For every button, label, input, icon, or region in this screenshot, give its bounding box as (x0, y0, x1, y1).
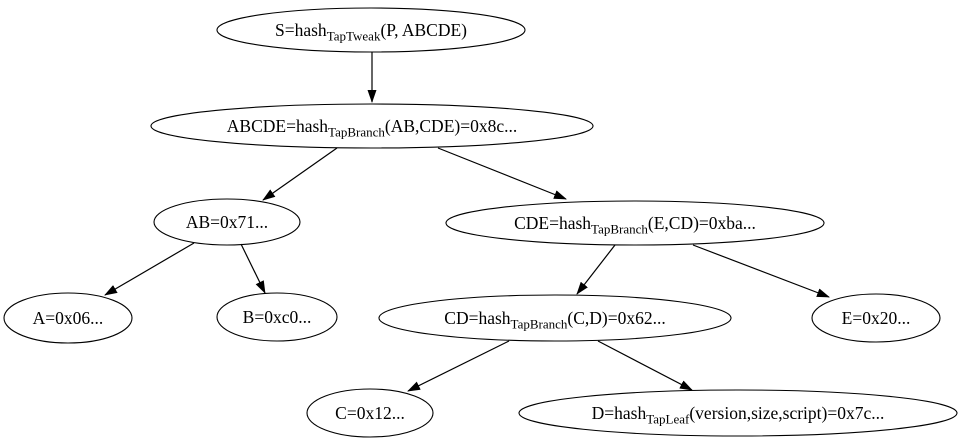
node-AB-ellipse (153, 198, 301, 246)
edge-CDE-CD (576, 244, 616, 295)
node-E-label: E=0x20... (842, 308, 911, 328)
edge-CD-C (407, 340, 510, 392)
node-ABCDE-ellipse (150, 103, 594, 149)
edge-group (104, 52, 830, 392)
node-CDE: CDE=hashTapBranch(E,CD)=0xba... (445, 200, 825, 246)
node-D-ellipse (518, 389, 958, 437)
edge-CD-D (597, 340, 693, 391)
node-C-ellipse (306, 388, 434, 438)
node-ABCDE: ABCDE=hashTapBranch(AB,CDE)=0x8c... (150, 103, 594, 149)
node-ABCDE-label: ABCDE=hashTapBranch(AB,CDE)=0x8c... (227, 116, 517, 140)
node-CD-label: CD=hashTapBranch(C,D)=0x62... (444, 308, 665, 332)
node-CDE-label: CDE=hashTapBranch(E,CD)=0xba... (514, 213, 756, 237)
node-S-label: S=hashTapTweak(P, ABCDE) (275, 20, 467, 44)
edge-CDE-E (692, 244, 830, 298)
node-CD-ellipse (378, 294, 732, 342)
node-B-label: B=0xc0... (243, 307, 312, 327)
edge-ABCDE-CDE (437, 147, 567, 200)
edge-ABCDE-AB (262, 147, 338, 201)
node-C-label: C=0x12... (335, 403, 405, 423)
node-E: E=0x20... (811, 293, 941, 343)
node-D: D=hashTapLeaf(version,size,script)=0x7c.… (518, 389, 958, 437)
node-S-ellipse (216, 7, 526, 53)
node-E-ellipse (811, 293, 941, 343)
node-A: A=0x06... (3, 292, 133, 344)
edge-AB-B (240, 243, 266, 294)
node-CD: CD=hashTapBranch(C,D)=0x62... (378, 294, 732, 342)
node-B-ellipse (216, 292, 338, 342)
edge-AB-A (104, 242, 195, 296)
node-AB-label: AB=0x71... (186, 212, 268, 232)
node-C: C=0x12... (306, 388, 434, 438)
node-B: B=0xc0... (216, 292, 338, 342)
node-AB: AB=0x71... (153, 198, 301, 246)
node-D-label: D=hashTapLeaf(version,size,script)=0x7c.… (592, 403, 885, 427)
node-A-label: A=0x06... (33, 308, 104, 328)
node-A-ellipse (3, 292, 133, 344)
node-CDE-ellipse (445, 200, 825, 246)
node-S: S=hashTapTweak(P, ABCDE) (216, 7, 526, 53)
